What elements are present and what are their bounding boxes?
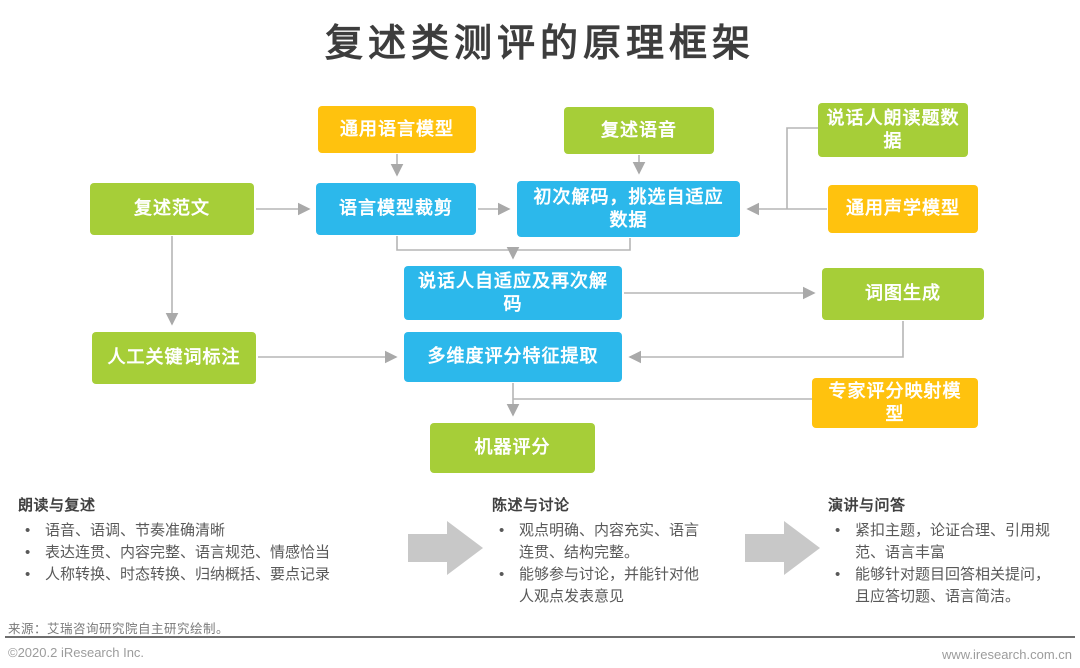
section-bullet: 能够针对题目回答相关提问，且应答切题、语言简洁。 <box>828 564 1052 608</box>
section-statement-and-discussion: 陈述与讨论 观点明确、内容充实、语言连贯、结构完整。 能够参与讨论，并能针对他人… <box>492 494 706 608</box>
page-title: 复述类测评的原理框架 <box>324 23 755 65</box>
flow-node-general-language-model: 通用语言模型 <box>318 106 476 153</box>
flow-node-retell-speech: 复述语音 <box>564 107 714 154</box>
flow-node-manual-keyword-annotation: 人工关键词标注 <box>92 332 256 384</box>
flow-node-retell-passage: 复述范文 <box>90 183 254 235</box>
footer-copyright: ©2020.2 iResearch Inc. <box>8 645 145 660</box>
section-bullet: 人称转换、时态转换、归纳概括、要点记录 <box>18 564 404 586</box>
flow-node-language-model-pruning: 语言模型裁剪 <box>316 183 476 235</box>
footer-divider <box>5 636 1075 638</box>
flow-node-multidim-scoring-features: 多维度评分特征提取 <box>404 332 622 382</box>
section-heading: 演讲与问答 <box>828 497 906 514</box>
flow-node-expert-score-mapping-model: 专家评分映射模 型 <box>812 378 978 428</box>
source-note: 来源：艾瑞咨询研究院自主研究绘制。 <box>8 622 230 636</box>
flow-arrow-icon <box>408 521 483 575</box>
flow-node-general-acoustic-model: 通用声学模型 <box>828 185 978 233</box>
section-bullet: 语音、语调、节奏准确清晰 <box>18 520 404 542</box>
flow-arrow-icon <box>745 521 820 575</box>
flow-node-first-decoding: 初次解码，挑选自适应 数据 <box>517 181 740 237</box>
footer-website: www.iresearch.com.cn <box>941 647 1072 662</box>
flow-node-speaker-adaptation-redecoding: 说话人自适应及再次解 码 <box>404 266 622 320</box>
section-bullet: 紧扣主题，论证合理、引用规范、语言丰富 <box>828 520 1052 564</box>
section-reading-and-retelling: 朗读与复述 语音、语调、节奏准确清晰 表达连贯、内容完整、语言规范、情感恰当 人… <box>18 494 404 586</box>
flow-node-machine-scoring: 机器评分 <box>430 423 595 473</box>
section-bullet: 表达连贯、内容完整、语言规范、情感恰当 <box>18 542 404 564</box>
section-heading: 陈述与讨论 <box>492 497 570 514</box>
flow-node-speaker-reading-data: 说话人朗读题数 据 <box>818 103 968 157</box>
section-bullet: 能够参与讨论，并能针对他人观点发表意见 <box>492 564 706 608</box>
flow-node-word-lattice-generation: 词图生成 <box>822 268 984 320</box>
section-bullet: 观点明确、内容充实、语言连贯、结构完整。 <box>492 520 706 564</box>
section-speech-and-qa: 演讲与问答 紧扣主题，论证合理、引用规范、语言丰富 能够针对题目回答相关提问，且… <box>828 494 1052 608</box>
section-heading: 朗读与复述 <box>18 497 96 514</box>
